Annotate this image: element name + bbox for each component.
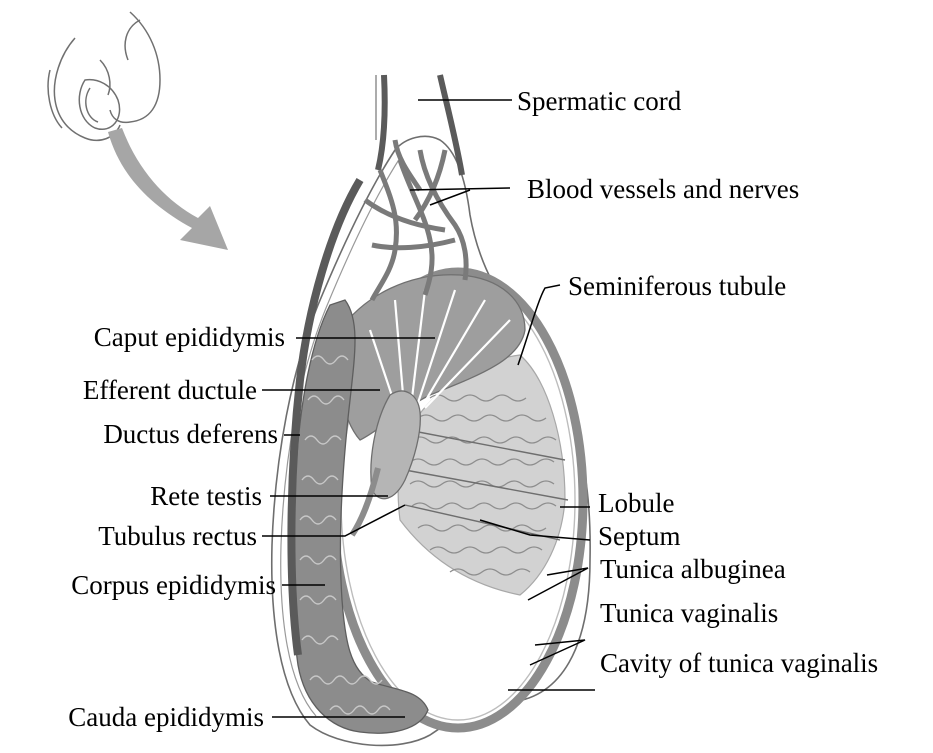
label-spermatic-cord: Spermatic cord <box>517 86 682 116</box>
label-lobule: Lobule <box>598 488 674 518</box>
body-inset-sketch <box>48 12 160 140</box>
label-tunica-albuginea: Tunica albuginea <box>600 554 786 584</box>
label-efferent-ductule: Efferent ductule <box>83 375 257 405</box>
label-caput-epididymis: Caput epididymis <box>94 322 285 352</box>
label-tunica-vaginalis: Tunica vaginalis <box>600 598 778 628</box>
label-rete-testis: Rete testis <box>150 481 262 511</box>
label-cavity-of-tunica-vaginalis: Cavity of tunica vaginalis <box>600 648 878 678</box>
label-seminiferous-tubule: Seminiferous tubule <box>568 271 786 301</box>
leader-blood-vessels <box>410 188 510 190</box>
label-septum: Septum <box>598 521 681 551</box>
label-blood-vessels-and-nerves: Blood vessels and nerves <box>527 174 799 204</box>
label-corpus-epididymis: Corpus epididymis <box>71 570 276 600</box>
label-cauda-epididymis: Cauda epididymis <box>68 702 264 732</box>
label-tubulus-rectus: Tubulus rectus <box>98 521 257 551</box>
label-ductus-deferens: Ductus deferens <box>103 419 278 449</box>
pointer-arrow <box>108 128 228 250</box>
